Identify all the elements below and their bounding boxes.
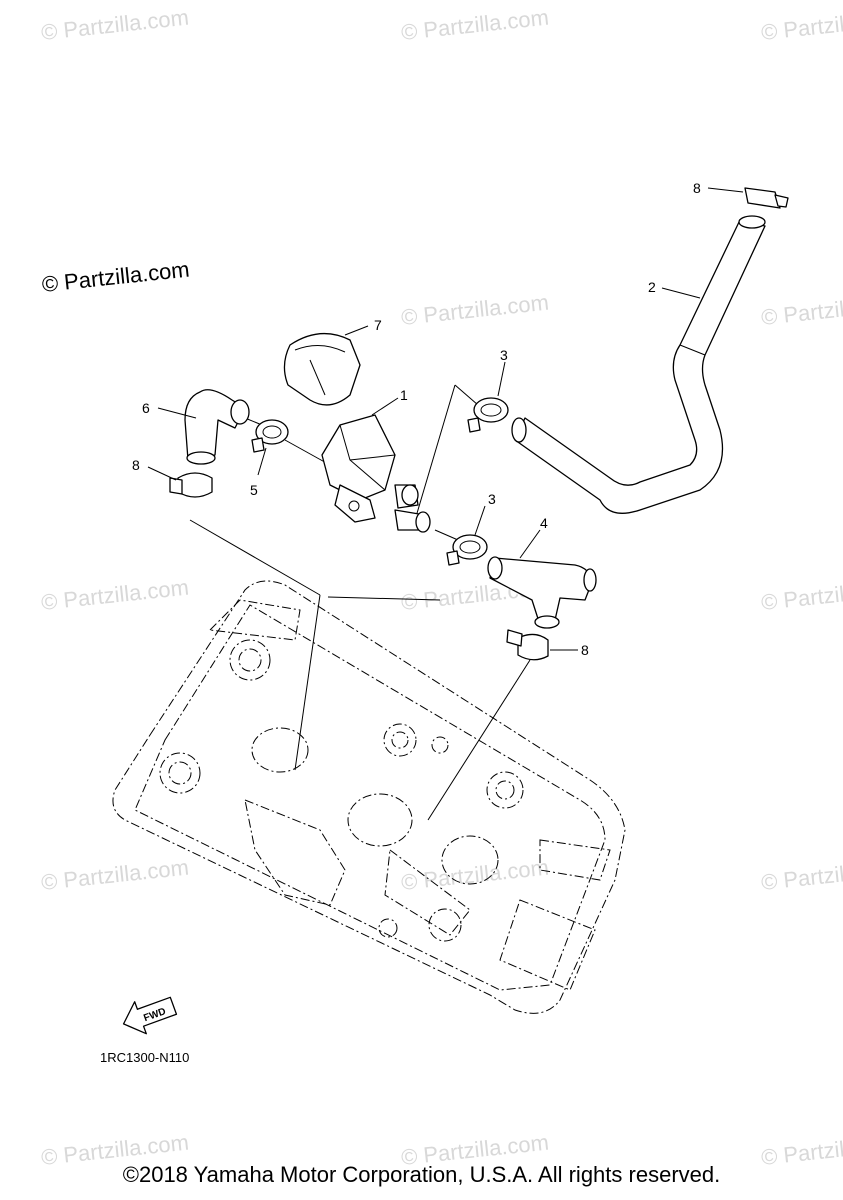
clamp-part-8-lower <box>506 629 549 661</box>
watermark-faint: © Partzilla.com <box>760 290 843 330</box>
watermark-faint: © Partzilla.com <box>760 855 843 895</box>
clamp-part-3-upper <box>467 397 509 433</box>
clamp-part-3-lower <box>446 534 488 566</box>
callout-2: 2 <box>648 279 656 295</box>
callout-1: 1 <box>400 387 408 403</box>
cylinder-head-cover <box>112 580 626 1014</box>
watermark-grid: © Partzilla.com © Partzilla.com © Partzi… <box>40 5 843 1170</box>
clamp-part-8-left <box>169 472 213 498</box>
watermark-faint: © Partzilla.com <box>40 575 190 615</box>
copyright-notice: ©2018 Yamaha Motor Corporation, U.S.A. A… <box>122 1162 721 1187</box>
callout-6: 6 <box>142 400 150 416</box>
watermark-faint: © Partzilla.com <box>400 290 550 330</box>
callout-3-upper: 3 <box>500 347 508 363</box>
cover-part-7 <box>283 332 361 406</box>
hose-part-2 <box>511 215 766 514</box>
fwd-arrow-icon: FWD <box>122 996 178 1035</box>
watermark-faint: © Partzilla.com <box>760 575 843 615</box>
clamp-part-5 <box>251 419 289 453</box>
hose-part-4 <box>487 556 597 629</box>
callout-3-lower: 3 <box>488 491 496 507</box>
callout-5: 5 <box>250 482 258 498</box>
watermark-faint: © Partzilla.com <box>40 5 190 45</box>
callout-8-left: 8 <box>132 457 140 473</box>
watermark-faint: © Partzilla.com <box>40 855 190 895</box>
watermark-faint: © Partzilla.com <box>400 5 550 45</box>
callout-8-lower: 8 <box>581 642 589 658</box>
callout-7: 7 <box>374 317 382 333</box>
hose-part-6 <box>184 389 250 465</box>
air-cut-valve-part-1 <box>321 414 431 533</box>
callout-4: 4 <box>540 515 548 531</box>
callouts: 8 2 7 3 1 6 8 5 3 4 8 <box>132 180 744 658</box>
callout-8-top: 8 <box>693 180 701 196</box>
diagram-code: 1RC1300-N110 <box>100 1050 190 1065</box>
watermark-faint: © Partzilla.com <box>760 5 843 45</box>
clamp-part-8-top <box>744 187 789 209</box>
